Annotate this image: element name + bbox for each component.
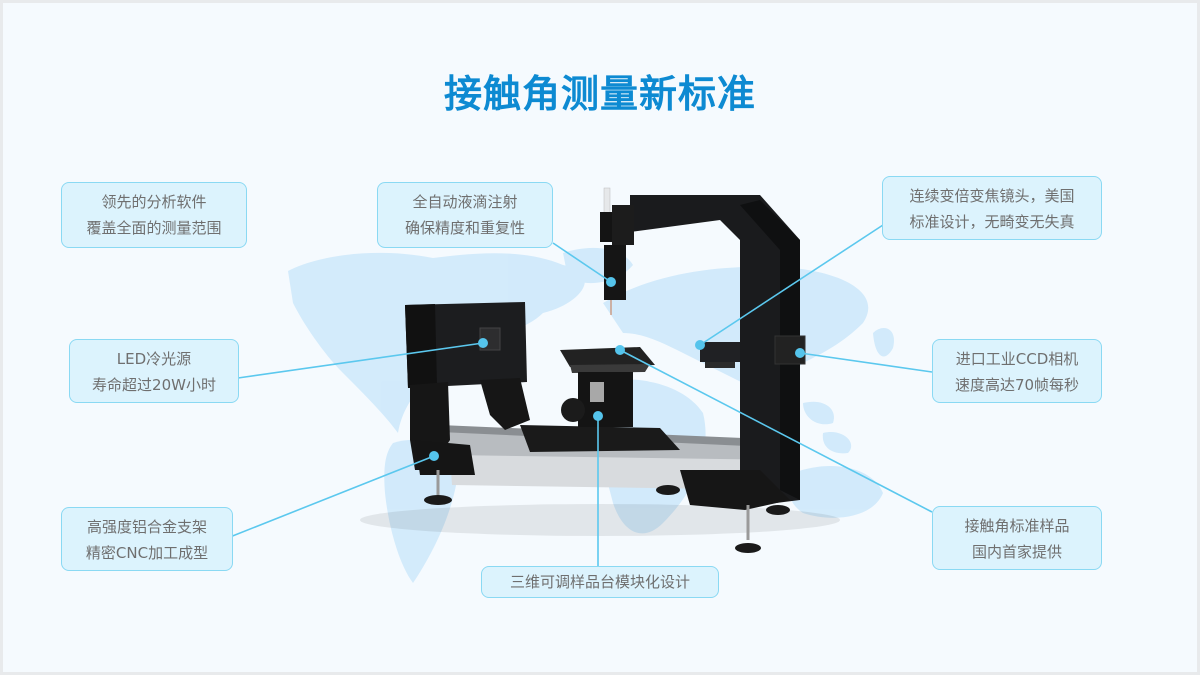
callout-software: 领先的分析软件 覆盖全面的测量范围 <box>61 182 247 248</box>
callout-sample: 接触角标准样品 国内首家提供 <box>932 506 1102 570</box>
callout-led-light-line2: 寿命超过20W小时 <box>92 376 216 394</box>
callout-frame-line1: 高强度铝合金支架 <box>86 518 207 536</box>
callout-sample-line2: 国内首家提供 <box>971 543 1062 561</box>
callout-ccd-camera-line1: 进口工业CCD相机 <box>955 350 1079 368</box>
callout-stage-line1: 三维可调样品台模块化设计 <box>509 573 690 591</box>
callout-software-line2: 覆盖全面的测量范围 <box>86 219 222 237</box>
callout-ccd-camera-line2: 速度高达70帧每秒 <box>954 376 1080 394</box>
callout-sample-line1: 接触角标准样品 <box>964 517 1070 535</box>
callout-frame: 高强度铝合金支架 精密CNC加工成型 <box>61 507 233 571</box>
callout-led-light-line1: LED冷光源 <box>116 350 192 368</box>
callout-injection-line1: 全自动液滴注射 <box>412 193 518 211</box>
page-title: 接触角测量新标准 <box>443 72 756 116</box>
callout-led-light: LED冷光源 寿命超过20W小时 <box>69 339 239 403</box>
callout-stage: 三维可调样品台模块化设计 <box>481 566 719 598</box>
callout-zoom-lens: 连续变倍变焦镜头，美国 标准设计，无畸变无失真 <box>882 176 1102 240</box>
callout-zoom-lens-line1: 连续变倍变焦镜头，美国 <box>909 187 1075 205</box>
callout-zoom-lens-line2: 标准设计，无畸变无失真 <box>909 213 1075 231</box>
callout-frame-line2: 精密CNC加工成型 <box>85 544 209 562</box>
callout-injection-line2: 确保精度和重复性 <box>404 219 525 237</box>
callout-ccd-camera: 进口工业CCD相机 速度高达70帧每秒 <box>932 339 1102 403</box>
callout-injection: 全自动液滴注射 确保精度和重复性 <box>377 182 553 248</box>
callout-software-line1: 领先的分析软件 <box>101 193 207 211</box>
page-frame: 接触角测量新标准 <box>3 3 1197 672</box>
